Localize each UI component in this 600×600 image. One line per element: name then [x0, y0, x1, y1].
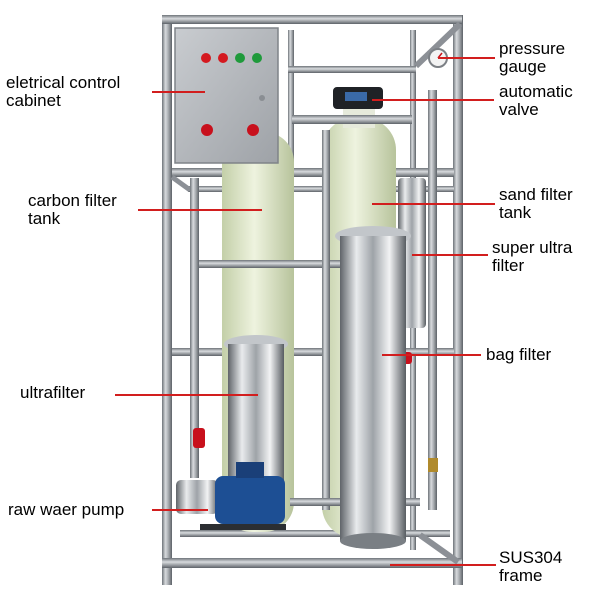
raw-water-pump — [176, 462, 286, 530]
label-pump: raw waer pump — [8, 500, 125, 519]
pipe-vertical-center — [322, 130, 330, 510]
label-carbon-tank: carbon filter tank — [28, 191, 117, 228]
label-super-ultra: super ultra filter — [492, 238, 573, 275]
pump-motor — [215, 476, 285, 524]
selector-switch-left — [201, 124, 213, 136]
frame-mid-rail — [172, 168, 454, 177]
brass-fitting — [428, 458, 438, 472]
frame-diagonal-left — [170, 174, 192, 193]
indicator-light-green-1 — [235, 53, 245, 63]
bag-filter-base — [340, 533, 406, 549]
frame-post-front-right — [453, 15, 463, 585]
pipe-top-horizontal — [292, 115, 412, 124]
pump-base — [200, 524, 286, 530]
frame-post-front-left — [162, 15, 172, 585]
indicator-light-red-1 — [201, 53, 211, 63]
frame-base-rail — [162, 558, 462, 568]
frame-diagonal-top — [413, 21, 463, 69]
label-bag-filter: bag filter — [486, 345, 552, 364]
control-cabinet — [174, 27, 279, 164]
label-ultrafilter: ultrafilter — [20, 383, 86, 402]
selector-switch-right — [247, 124, 259, 136]
bag-filter — [335, 226, 411, 549]
frame-post-back-left — [288, 30, 294, 190]
label-control-cabinet: eletrical control cabinet — [6, 73, 121, 110]
cabinet-lock — [259, 95, 265, 101]
indicator-light-red-2 — [218, 53, 228, 63]
frame-top-back-rail — [288, 66, 416, 73]
label-pressure-gauge: pressure gauge — [499, 39, 566, 76]
label-frame: SUS304 frame — [499, 548, 563, 585]
pump-terminal-box — [236, 462, 264, 478]
pipe-middle-horizontal — [190, 260, 340, 268]
red-valve-handle-left — [193, 428, 205, 448]
frame-mid-rail-2 — [188, 186, 454, 192]
frame-diagonal-base — [418, 532, 460, 565]
pipe-vertical-right — [428, 90, 437, 510]
pipe-vertical-left — [190, 178, 199, 478]
indicator-light-green-2 — [252, 53, 262, 63]
frame-top-rail — [162, 15, 462, 24]
label-auto-valve: automatic valve — [499, 82, 573, 119]
label-sand-tank: sand filter tank — [499, 185, 573, 222]
frame-base-back-rail — [180, 530, 450, 537]
pump-head — [176, 480, 218, 514]
frame-lower-rail — [172, 348, 454, 356]
bag-filter-housing — [340, 236, 406, 541]
leader-lines — [115, 57, 496, 566]
automatic-valve — [333, 87, 383, 109]
automatic-valve-display — [345, 92, 367, 101]
